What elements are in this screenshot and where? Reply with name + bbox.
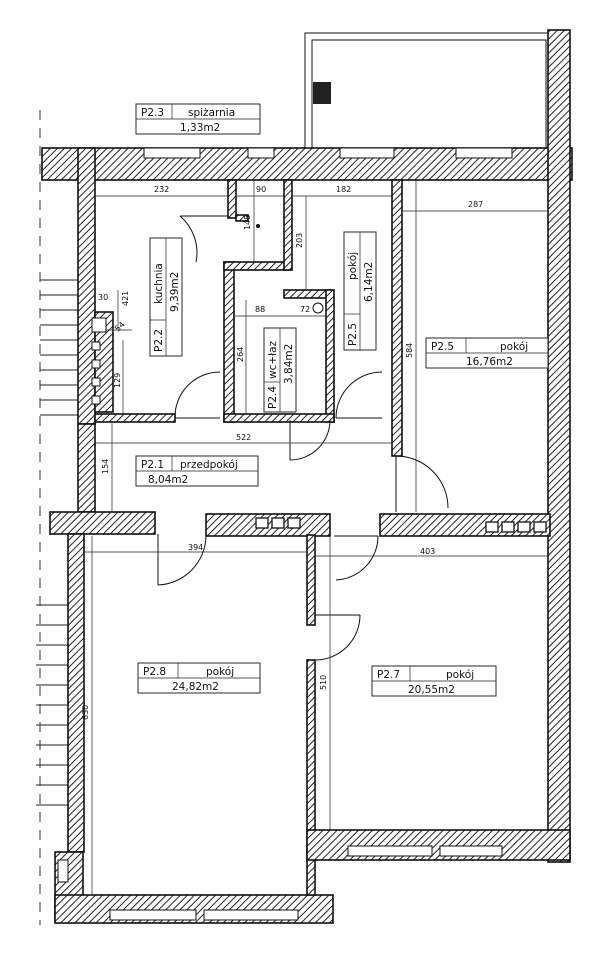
room-name: spiżarnia [188, 107, 235, 119]
room-area: 1,33m2 [180, 122, 220, 134]
windows [57, 147, 513, 921]
dim-room25-width: 182 [336, 185, 351, 194]
dim-kitchen-width: 232 [154, 185, 169, 194]
dim-room26-depth: 584 [405, 343, 414, 358]
chimney-flues [91, 317, 107, 405]
room-area: 24,82m2 [172, 681, 219, 693]
dim-hall-depth: 154 [101, 459, 110, 474]
dim-chimney-b: 421 [121, 291, 130, 306]
room-name: pokój [500, 341, 528, 353]
room-label-p26: P2.5 pokój 16,76m2 [425, 337, 549, 369]
room-area: 20,55m2 [408, 684, 455, 696]
drain-icon [312, 302, 324, 314]
dim-room25-depth: 203 [295, 233, 304, 248]
walls [41, 29, 573, 924]
room-area: 16,76m2 [466, 356, 513, 368]
room-area: 8,04m2 [148, 474, 188, 486]
room-area: 3,84m2 [283, 344, 295, 384]
dim-room26-width: 287 [468, 200, 483, 209]
room-code: P2.7 [377, 669, 400, 681]
room-label-p27: P2.7 pokój 20,55m2 [371, 665, 497, 697]
dim-bath-small: 72 [300, 305, 310, 314]
room-code: P2.2 [153, 329, 165, 352]
dim-bath-depth: 264 [236, 347, 245, 362]
dim-chimney-c: 54 [113, 320, 127, 334]
dim-bath-width: 88 [255, 305, 265, 314]
dim-pantry-width: 90 [256, 185, 266, 194]
dim-hall-width: 522 [236, 433, 251, 442]
room-name: pokój [446, 669, 474, 681]
annex [304, 32, 554, 152]
room-label-p24: P2.4 wc+łaz 3,84m2 [263, 327, 297, 413]
room-label-p28: P2.8 pokój 24,82m2 [137, 662, 261, 694]
doors [157, 215, 449, 661]
dimension-lines [84, 180, 548, 895]
dim-room27-width: 403 [420, 547, 435, 556]
room-name: wc+łaz [267, 340, 279, 379]
room-code: P2.3 [141, 107, 164, 119]
room-code: P2.8 [143, 666, 166, 678]
dim-chimney-d: 129 [113, 373, 122, 388]
pantry-dot [256, 224, 260, 228]
dim-chimney-a: 30 [98, 293, 108, 302]
room-code: P2.4 [267, 386, 279, 409]
room-name: przedpokój [180, 459, 238, 471]
radiators [255, 517, 547, 533]
dim-room27-depth: 510 [319, 675, 328, 690]
dim-room28-depth: 630 [81, 705, 90, 720]
room-label-p22: P2.2 kuchnia 9,39m2 [149, 237, 183, 357]
room-name: kuchnia [153, 263, 165, 304]
room-label-p25: P2.5 pokój 6,14m2 [343, 231, 377, 351]
room-label-p23: P2.3 spiżarnia 1,33m2 [135, 103, 261, 135]
dim-room28-width: 394 [188, 543, 203, 552]
dim-pantry-depth: 148 [243, 215, 252, 230]
room-code: P2.5 [347, 323, 359, 346]
room-code: P2.1 [141, 459, 164, 471]
room-code: P2.5 [431, 341, 454, 353]
room-name: pokój [206, 666, 234, 678]
room-name: pokój [347, 252, 359, 280]
left-steps [36, 279, 82, 806]
room-area: 9,39m2 [169, 272, 181, 312]
room-area: 6,14m2 [363, 262, 375, 302]
room-label-p21: P2.1 przedpokój 8,04m2 [135, 455, 259, 487]
